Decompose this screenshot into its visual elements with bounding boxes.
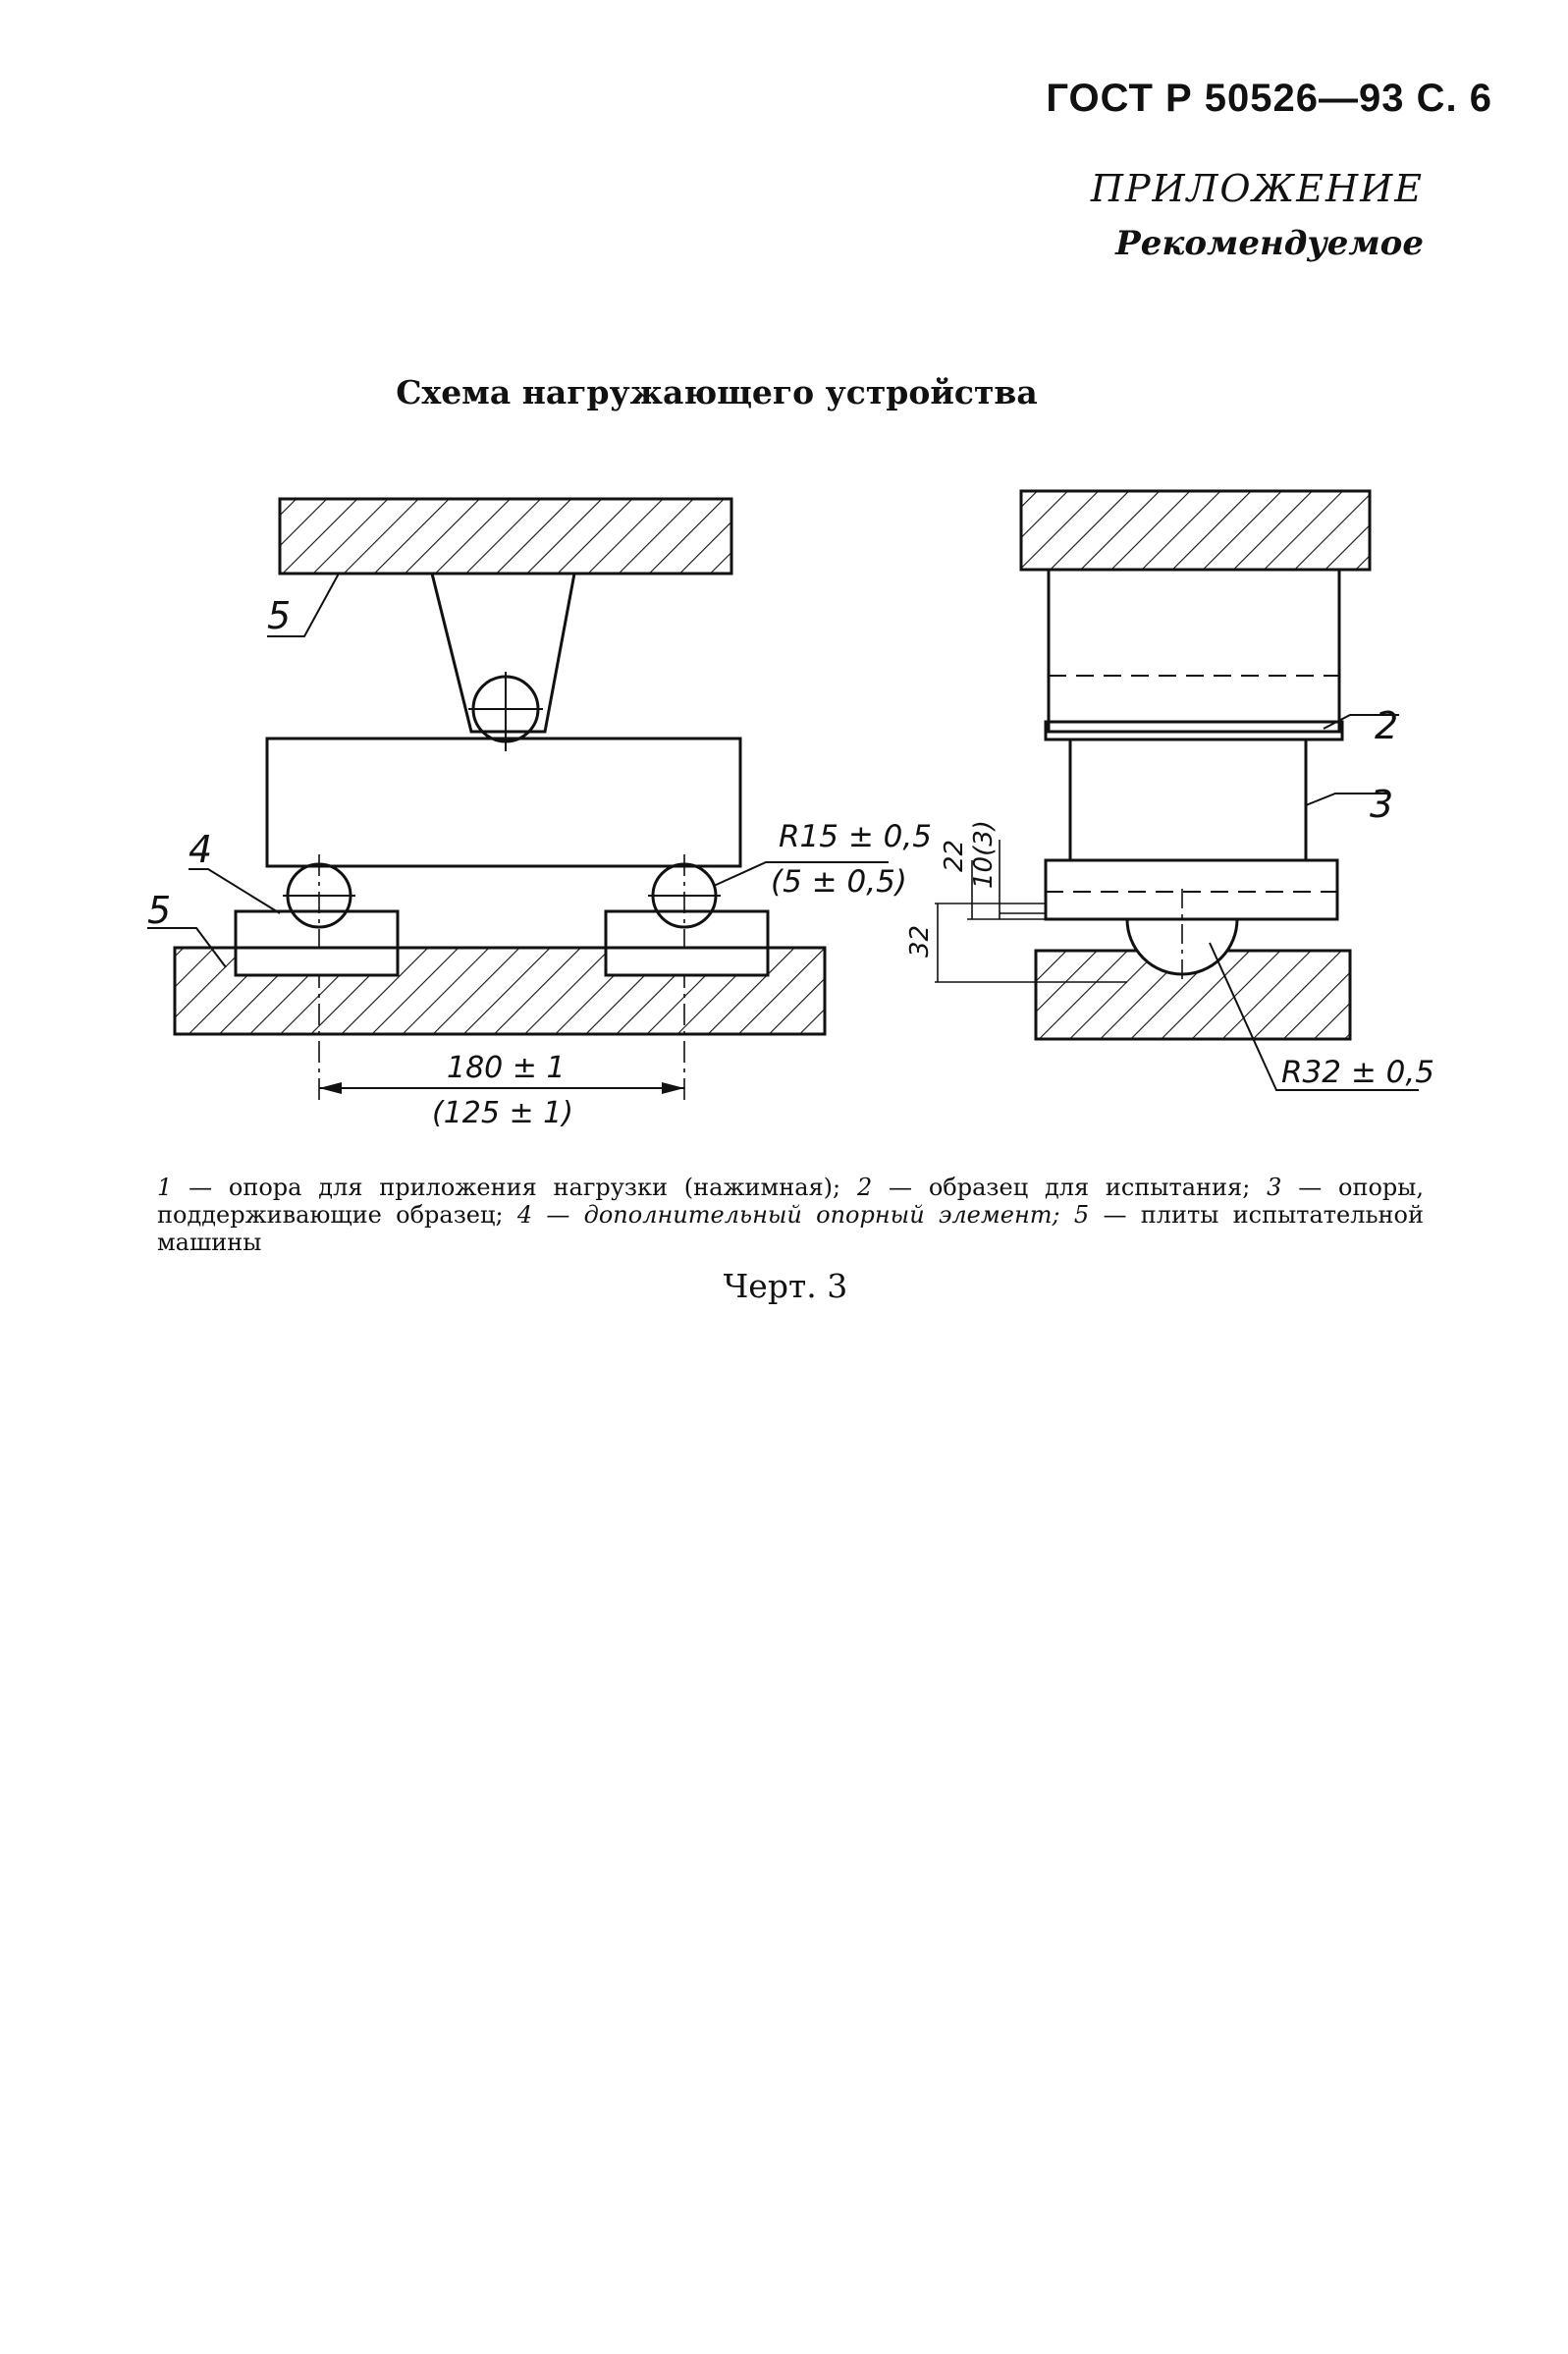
dim-r32: R32 ± 0,5 [1281,1055,1434,1090]
label-5-bottom: 5 [147,889,171,932]
caption-text-1: — опора для приложения нагрузки (нажимна… [172,1174,857,1201]
leader-r15 [713,861,889,887]
loading-support-1 [430,573,576,734]
caption-text-2: — образец для испытания; [872,1174,1268,1201]
dim-180: 180 ± 1 [447,1051,566,1085]
dim-10: 10(3) [969,820,999,889]
figure-title: Схема нагружающего устройства [396,373,1038,411]
right-labels: 2 3 22 10(3) 32 R32 ± 0,5 [905,704,1434,1090]
leader-4 [189,868,281,914]
figure-number: Черт. 3 [723,1267,848,1305]
left-view [147,497,889,1100]
dim-r15: R15 ± 0,5 [779,819,932,854]
caption-num-2: 2 [856,1174,873,1201]
leader-5-top [267,573,340,637]
caption-text-5: — плиты испытательной машины [157,1201,1425,1256]
leader-2 [1323,714,1399,730]
loading-support-body [1047,568,1341,734]
label-5-top: 5 [267,594,291,637]
appendix-status: Рекомендуемое [1115,224,1424,263]
caption-text-3: — опоры, поддерживающие образец; [157,1174,1424,1229]
specimen [265,737,742,868]
page-header: ГОСТ Р 50526—93 С. 6 [1046,77,1492,120]
dim-r5: (5 ± 0,5) [771,864,907,900]
caption-num-3: 3 [1267,1174,1282,1201]
loading-device-diagram: 5 4 5 R15 ± 0,5 (5 ± 0,5) 180 ± 1 (125 ±… [147,489,1434,1130]
caption-num-5: 5 [1073,1201,1090,1229]
top-machine-plate [278,497,733,575]
leader-r32 [1209,942,1419,1091]
dim-32: 32 [905,925,935,958]
appendix-label: ПРИЛОЖЕНИЕ [1090,167,1424,210]
caption-text-4: — дополнительный опорный элемент; [532,1201,1074,1229]
left-labels: 5 4 5 R15 ± 0,5 (5 ± 0,5) 180 ± 1 (125 ±… [147,594,932,1130]
right-view [935,489,1419,1091]
hemisphere-support [1125,917,1239,976]
caption-num-4: 4 [516,1201,533,1229]
caption-num-1: 1 [157,1174,173,1201]
specimen-side [1068,738,1308,862]
lower-support-body [1044,858,1339,921]
label-3: 3 [1370,783,1393,826]
dim-125: (125 ± 1) [432,1096,573,1130]
label-2: 2 [1375,704,1398,747]
leader-3 [1305,793,1389,806]
top-machine-plate-right [1019,489,1372,572]
label-4: 4 [189,828,212,871]
figure-caption: 1 — опора для приложения нагрузки (нажим… [157,1174,1424,1256]
dim-22: 22 [940,840,969,872]
leader-5-bottom [147,927,227,968]
